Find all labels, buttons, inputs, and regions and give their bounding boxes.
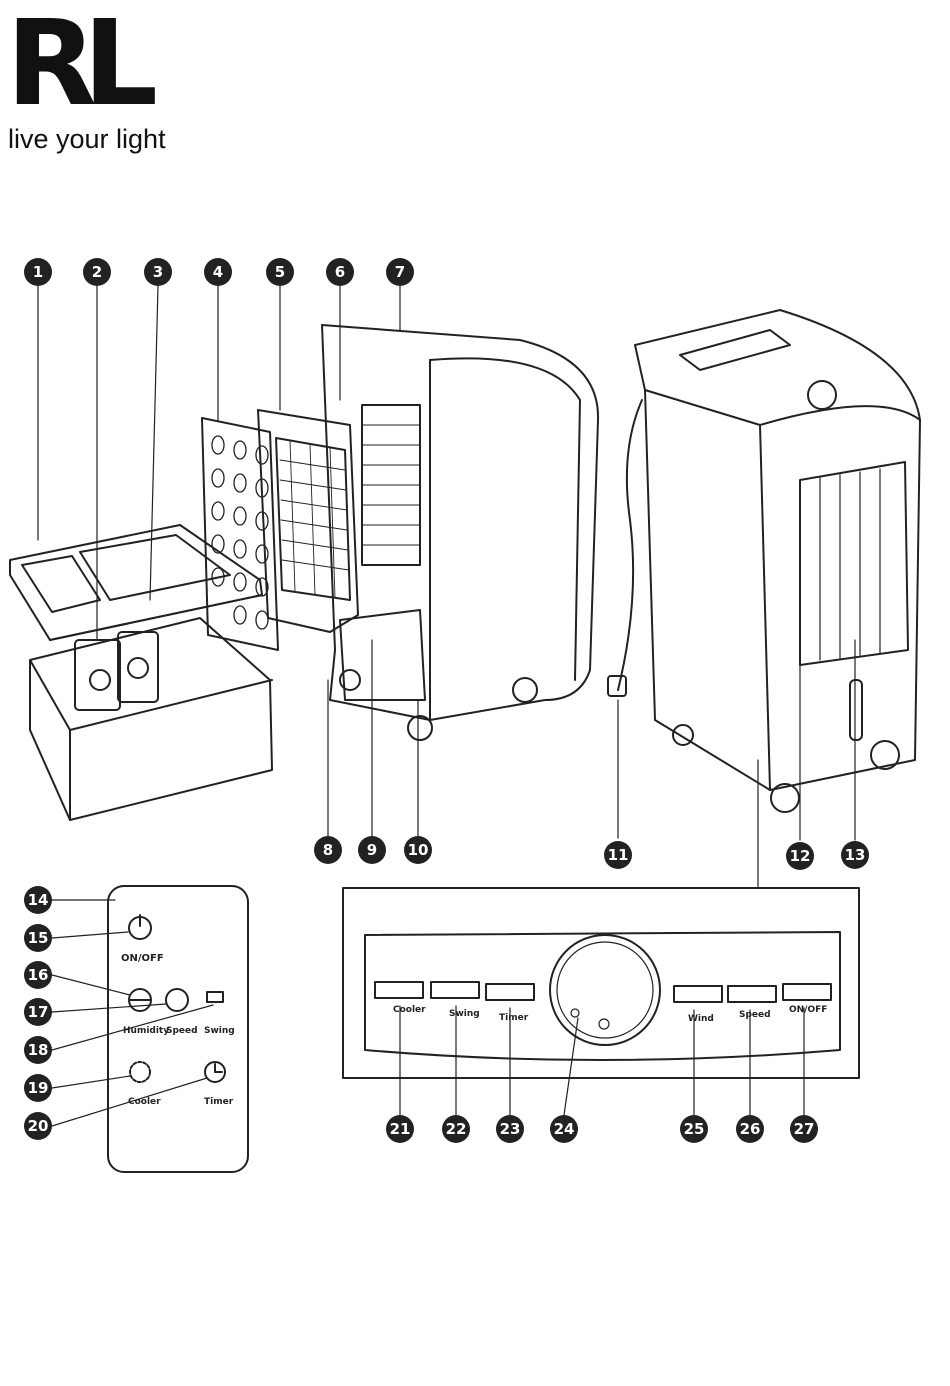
panel-swing-label: Swing — [449, 1009, 480, 1019]
callout-number: 11 — [608, 846, 629, 864]
water-tank-drawing — [10, 525, 272, 820]
callout-number: 18 — [28, 1041, 49, 1059]
callout-9: 9 — [358, 836, 386, 864]
panel-wind-label: Wind — [688, 1014, 714, 1024]
callout-14: 14 — [24, 886, 52, 914]
callout-3: 3 — [144, 258, 172, 286]
callout-number: 12 — [790, 847, 811, 865]
remote-humidity-label: Humidity — [123, 1026, 169, 1036]
callout-number: 23 — [500, 1120, 521, 1138]
callout-number: 9 — [367, 841, 377, 859]
remote-swing-label: Swing — [204, 1026, 235, 1036]
callout-number: 4 — [213, 263, 223, 281]
callout-number: 15 — [28, 929, 49, 947]
panel-timer-label: Timer — [499, 1013, 529, 1023]
callout-4: 4 — [204, 258, 232, 286]
panel-cooler-label: Cooler — [393, 1005, 426, 1015]
callout-11: 11 — [604, 841, 632, 869]
callout-19: 19 — [24, 1074, 52, 1102]
callout-25: 25 — [680, 1115, 708, 1143]
callout-6: 6 — [326, 258, 354, 286]
callout-number: 14 — [28, 891, 49, 909]
callout-18: 18 — [24, 1036, 52, 1064]
panel-onoff-label: ON/OFF — [789, 1005, 827, 1015]
control-panel-drawing — [343, 888, 859, 1078]
callout-number: 7 — [395, 263, 405, 281]
callout-number: 17 — [28, 1003, 49, 1021]
callout-12: 12 — [786, 842, 814, 870]
callout-number: 20 — [28, 1117, 49, 1135]
callout-number: 3 — [153, 263, 163, 281]
callout-8: 8 — [314, 836, 342, 864]
callout-15: 15 — [24, 924, 52, 952]
remote-power-label: ON/OFF — [121, 953, 164, 964]
remote-speed-label: Speed — [166, 1026, 198, 1036]
callout-number: 19 — [28, 1079, 49, 1097]
callout-27: 27 — [790, 1115, 818, 1143]
callout-23: 23 — [496, 1115, 524, 1143]
callout-24: 24 — [550, 1115, 578, 1143]
panel-speed-label: Speed — [739, 1010, 771, 1020]
callout-22: 22 — [442, 1115, 470, 1143]
callout-number: 2 — [92, 263, 102, 281]
callout-number: 6 — [335, 263, 345, 281]
callout-number: 22 — [446, 1120, 467, 1138]
callout-5: 5 — [266, 258, 294, 286]
callout-17: 17 — [24, 998, 52, 1026]
callout-10: 10 — [404, 836, 432, 864]
callout-13: 13 — [841, 841, 869, 869]
callout-16: 16 — [24, 961, 52, 989]
callout-7: 7 — [386, 258, 414, 286]
callout-number: 1 — [33, 263, 43, 281]
callout-number: 5 — [275, 263, 285, 281]
body-rear-drawing — [322, 325, 598, 740]
callout-2: 2 — [83, 258, 111, 286]
callout-number: 10 — [408, 841, 429, 859]
callout-number: 25 — [684, 1120, 705, 1138]
callout-number: 27 — [794, 1120, 815, 1138]
assembled-unit-drawing — [608, 310, 920, 812]
callout-1: 1 — [24, 258, 52, 286]
callout-number: 8 — [323, 841, 333, 859]
callout-20: 20 — [24, 1112, 52, 1140]
remote-timer-label: Timer — [204, 1097, 234, 1107]
callout-number: 16 — [28, 966, 49, 984]
remote-cooler-label: Cooler — [128, 1097, 161, 1107]
callout-21: 21 — [386, 1115, 414, 1143]
callout-number: 24 — [554, 1120, 575, 1138]
callout-26: 26 — [736, 1115, 764, 1143]
leader-lines-remote — [52, 900, 213, 1126]
callout-number: 21 — [390, 1120, 411, 1138]
callout-number: 26 — [740, 1120, 761, 1138]
callout-number: 13 — [845, 846, 866, 864]
cooling-pad-drawing — [202, 418, 278, 650]
